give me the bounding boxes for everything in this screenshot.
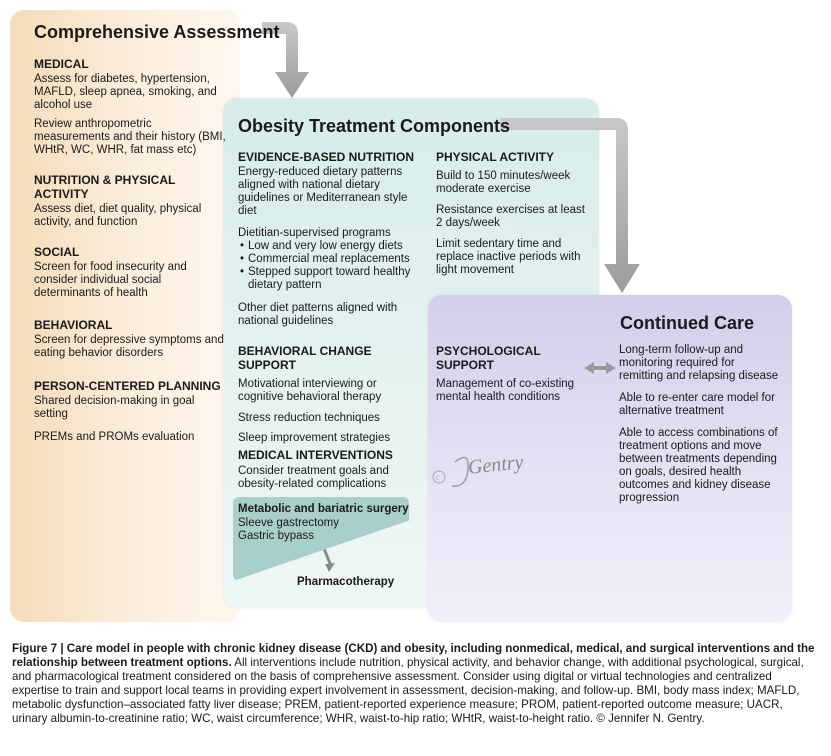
activity-item: Build to 150 minutes/week moderate exerc… [436, 170, 571, 195]
arrow-components-to-care [500, 118, 640, 293]
psychological-support-item: Management of co-existing mental health … [436, 378, 575, 403]
physical-activity-section: PHYSICAL ACTIVITY Build to 150 minutes/w… [436, 150, 586, 283]
activity-item: Resistance exercises at least 2 days/wee… [436, 204, 585, 229]
medical-item: Review anthropometric measurements and t… [34, 118, 226, 156]
assessment-title: Comprehensive Assessment [34, 22, 280, 42]
behavioral-support-item: Motivational interviewing or cognitive b… [238, 378, 382, 403]
social-item: Screen for food insecurity and consider … [34, 261, 187, 299]
caption-text: All interventions include nutrition, phy… [12, 656, 804, 725]
activity-item: Limit sedentary time and replace inactiv… [436, 238, 581, 276]
psychological-support-section: PSYCHOLOGICAL SUPPORT Management of co-e… [436, 344, 586, 404]
medical-item: Assess for diabetes, hypertension, MAFLD… [34, 73, 217, 111]
surgery-heading: Metabolic and bariatric surgery [238, 503, 409, 515]
nutrition-activity-heading: NUTRITION & PHYSICAL ACTIVITY [34, 173, 176, 201]
nutrition-bullet: Stepped support toward healthy dietary p… [238, 266, 424, 292]
continued-care-title: Continued Care [620, 313, 755, 333]
components-title: Obesity Treatment Components [238, 116, 511, 136]
behavioral-item: Screen for depressive symptoms and eatin… [34, 334, 224, 359]
planning-item: Shared decision-making in goal setting [34, 395, 195, 420]
nutrition-item: Energy-reduced dietary patterns aligned … [238, 166, 408, 217]
double-arrow-psych-care [584, 362, 616, 374]
nutrition-section: EVIDENCE-BASED NUTRITION Energy-reduced … [238, 150, 424, 328]
care-item: Able to re-enter care model for alternat… [619, 392, 775, 417]
svg-text:c: c [436, 473, 440, 482]
behavioral-support-item: Stress reduction techniques [238, 412, 380, 424]
nutrition-bullet: Commercial meal replacements [238, 253, 424, 266]
surgery-item: Gastric bypass [238, 530, 315, 542]
continued-care-content: Long-term follow-up and monitoring requi… [619, 344, 779, 505]
artist-signature: c [432, 456, 469, 487]
continued-care-panel [428, 295, 792, 622]
nutrition-item: Other diet patterns aligned with nationa… [238, 302, 398, 327]
surgery-item: Sleeve gastrectomy [238, 517, 339, 529]
psychological-support-heading: PSYCHOLOGICAL SUPPORT [436, 344, 541, 372]
nutrition-activity-item: Assess diet, diet quality, physical acti… [34, 203, 202, 228]
medical-interventions-item: Consider treatment goals and obesity-rel… [238, 465, 389, 490]
assessment-panel [10, 10, 240, 622]
behavioral-support-heading: BEHAVIORAL CHANGE SUPPORT [238, 344, 372, 372]
nutrition-bullet: Low and very low energy diets [238, 240, 424, 253]
evidence-nutrition-heading: EVIDENCE-BASED NUTRITION [238, 150, 415, 164]
planning-heading: PERSON-CENTERED PLANNING [34, 379, 221, 393]
care-item: Long-term follow-up and monitoring requi… [619, 344, 779, 382]
figure-caption: Figure 7 | Care model in people with chr… [12, 642, 820, 726]
medical-interventions-heading: MEDICAL INTERVENTIONS [238, 448, 393, 462]
surgery-content: Metabolic and bariatric surgery Sleeve g… [238, 502, 414, 543]
arrow-assessment-to-components [262, 22, 309, 98]
behavioral-heading: BEHAVIORAL [34, 318, 113, 332]
medical-interventions-section: MEDICAL INTERVENTIONS Consider treatment… [238, 448, 408, 491]
medical-heading: MEDICAL [34, 57, 89, 71]
behavioral-support-section: BEHAVIORAL CHANGE SUPPORT Motivational i… [238, 344, 424, 445]
assessment-content: MEDICAL Assess for diabetes, hypertensio… [34, 57, 230, 450]
caption-label: Figure 7 | Care model in people with chr… [12, 642, 815, 669]
behavioral-support-item: Sleep improvement strategies [238, 432, 391, 444]
care-item: Able to access combinations of treatment… [619, 427, 778, 504]
pharmacotherapy-label: Pharmacotherapy [297, 576, 395, 588]
nutrition-item: Dietitian-supervised programs [238, 227, 391, 239]
physical-activity-heading: PHYSICAL ACTIVITY [436, 150, 555, 164]
planning-item: PREMs and PROMs evaluation [34, 431, 195, 443]
social-heading: SOCIAL [34, 245, 80, 259]
